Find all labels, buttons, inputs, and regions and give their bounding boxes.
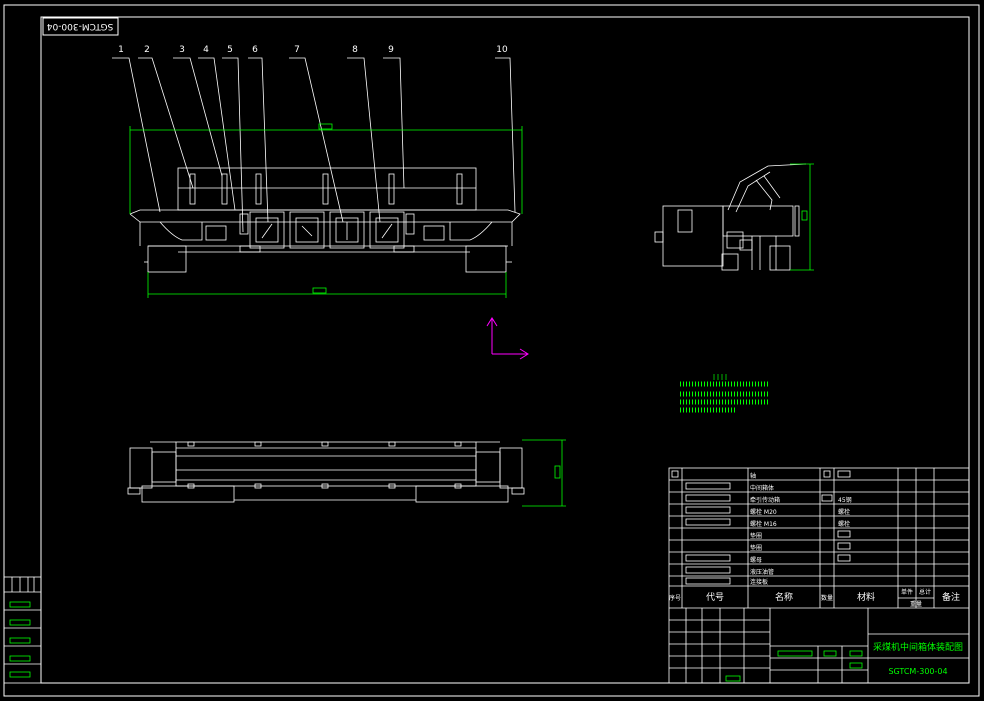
balloon-4: 4 bbox=[203, 45, 209, 55]
balloon-6: 6 bbox=[252, 45, 258, 55]
bom-header-remark: 备注 bbox=[942, 591, 960, 603]
bom-row-name: 中间箱体 bbox=[750, 484, 774, 492]
balloon-labels: 1 2 3 4 5 6 7 8 9 10 bbox=[118, 45, 508, 55]
side-view-dimensions bbox=[790, 163, 814, 271]
bom-row-name: 垫圈 bbox=[750, 544, 762, 552]
bom-header-unit-weight: 单件 bbox=[901, 588, 913, 596]
balloon-leaders bbox=[112, 57, 516, 233]
bom-row-material: 螺栓 bbox=[838, 520, 850, 528]
bom-header-code: 代号 bbox=[706, 592, 724, 603]
bom-row-name: 螺栓 M16 bbox=[750, 520, 777, 528]
bom-header-seq: 序号 bbox=[669, 594, 681, 602]
drawing-number: SGTCM-300-04 bbox=[888, 667, 947, 676]
balloon-3: 3 bbox=[179, 45, 185, 55]
bom-header-qty: 数量 bbox=[821, 594, 833, 602]
balloon-7: 7 bbox=[294, 45, 300, 55]
bom-header-material: 材料 bbox=[857, 591, 875, 603]
bom-header: 序号 代号 名称 数量 材料 单件 总计 重量 备注 bbox=[669, 588, 960, 608]
bom-header-name: 名称 bbox=[775, 591, 793, 603]
bom-rows: 轴 中间箱体 牵引传动箱 螺栓 M20 螺栓 M16 垫圈 垫圈 螺母 液压油管… bbox=[750, 472, 852, 586]
bom-header-total-weight: 总计 bbox=[919, 588, 931, 596]
left-margin-table bbox=[3, 576, 42, 684]
side-view bbox=[654, 163, 807, 271]
bom-row-name: 连接板 bbox=[750, 578, 768, 586]
top-view-dimensions bbox=[522, 439, 566, 507]
code-stamp-text: SGTCM-300-04 bbox=[46, 21, 113, 31]
balloon-9: 9 bbox=[388, 45, 394, 55]
top-view-bolts bbox=[187, 441, 462, 489]
technical-notes bbox=[680, 374, 770, 413]
sheet-border bbox=[3, 4, 980, 697]
top-view bbox=[127, 441, 525, 503]
balloon-10: 10 bbox=[496, 45, 508, 55]
balloon-2: 2 bbox=[144, 45, 150, 55]
bom-placeholders bbox=[671, 470, 851, 585]
front-view-dimensions bbox=[129, 123, 523, 298]
code-stamp: SGTCM-300-04 bbox=[42, 17, 119, 36]
front-view bbox=[129, 167, 521, 273]
top-bolts bbox=[189, 173, 463, 205]
title-block-green-boxes bbox=[725, 650, 863, 682]
bom-row-name: 螺栓 M20 bbox=[750, 508, 777, 516]
bom-row-name: 轴 bbox=[750, 472, 756, 480]
balloon-8: 8 bbox=[352, 45, 358, 55]
bom-row-name: 垫圈 bbox=[750, 532, 762, 540]
bom-row-name: 螺母 bbox=[750, 556, 762, 564]
balloon-5: 5 bbox=[227, 45, 233, 55]
bom-row-material: 螺栓 bbox=[838, 508, 850, 516]
bom-header-weight: 重量 bbox=[910, 600, 922, 608]
bom-row-material: 45钢 bbox=[838, 496, 852, 504]
title-block bbox=[668, 467, 970, 684]
gearbox-row bbox=[249, 211, 405, 249]
drawing-title: 采煤机中间箱体装配图 bbox=[873, 641, 963, 653]
bom-row-name: 液压油管 bbox=[750, 568, 774, 576]
ucs-icon bbox=[486, 317, 529, 360]
balloon-1: 1 bbox=[118, 45, 124, 55]
bom-row-name: 牵引传动箱 bbox=[750, 496, 780, 504]
